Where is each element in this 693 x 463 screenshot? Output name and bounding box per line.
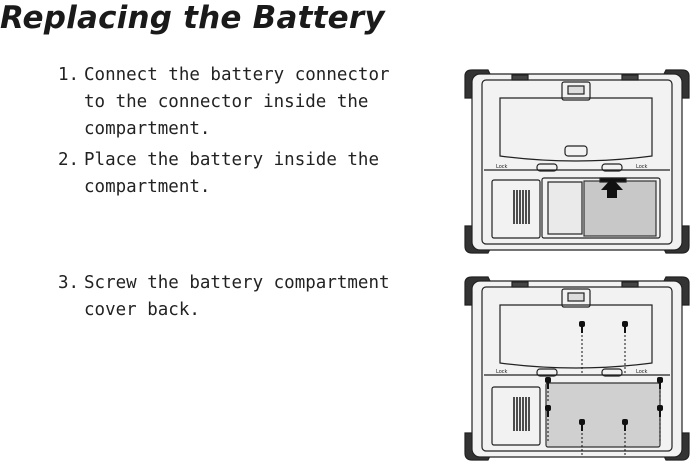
arrow-up-icon xyxy=(601,178,623,198)
page-title: Replacing the Battery xyxy=(0,0,385,36)
lock-label-left: Lock xyxy=(496,164,508,170)
step-2: 2. Place the battery inside the compartm… xyxy=(58,147,379,201)
cover-screws-illustration: Lock Lock xyxy=(464,276,690,461)
step-text: cover back. xyxy=(84,300,200,320)
step-number: 3. xyxy=(58,273,80,293)
step-3: 3. Screw the battery compartment cover b… xyxy=(58,270,390,324)
lock-label-right: Lock xyxy=(636,369,648,375)
step-text: Connect the battery connector xyxy=(84,65,390,85)
step-number: 1. xyxy=(58,65,80,85)
step-1: 1. Connect the battery connector to the … xyxy=(58,62,390,143)
step-text: to the connector inside the xyxy=(84,92,369,112)
lock-label-right: Lock xyxy=(636,164,648,170)
lock-label-left: Lock xyxy=(496,369,508,375)
step-text: Place the battery inside the xyxy=(84,150,380,170)
step-text: compartment. xyxy=(84,119,211,139)
screw-icon xyxy=(545,321,663,431)
step-text: Screw the battery compartment xyxy=(84,273,390,293)
battery-insert-illustration: Lock Lock xyxy=(464,69,690,254)
step-number: 2. xyxy=(58,150,80,170)
step-text: compartment. xyxy=(84,177,211,197)
